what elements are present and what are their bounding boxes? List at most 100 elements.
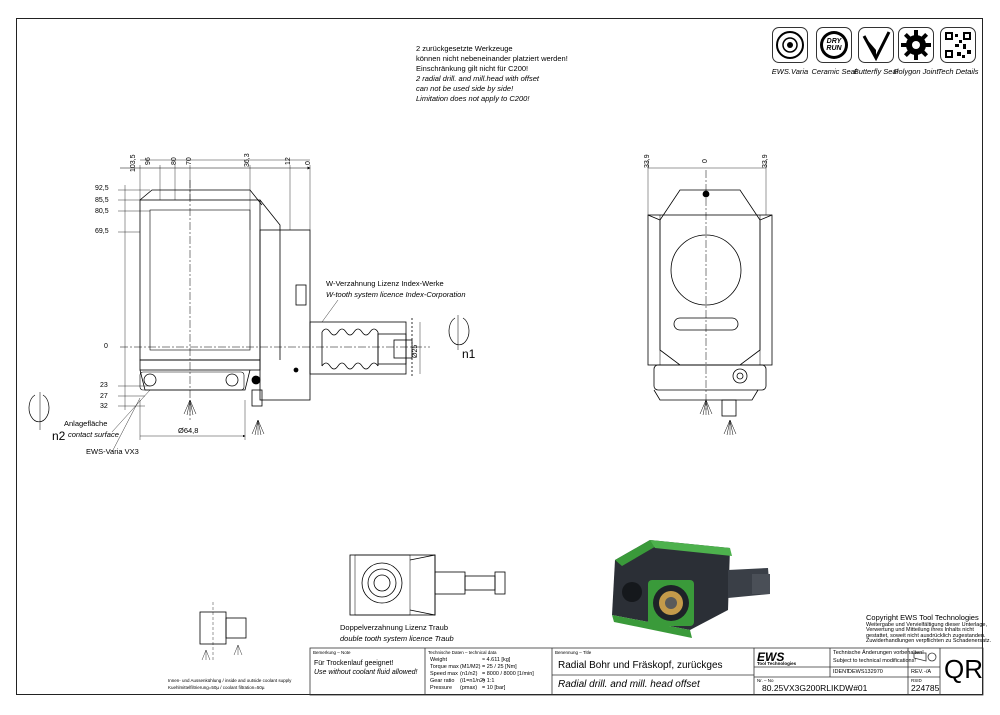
dim-label: 32 [100,403,108,410]
ident-value: DEWS132970 [848,669,883,675]
rev-value: -/A [924,669,932,675]
tech-row: Torque max (M1/M2) = 25 / 25 [Nm] [430,664,550,672]
n2-label: n2 [52,429,66,443]
tech-key: Speed max [430,671,458,677]
ident-label: IDENT [833,669,850,675]
tech-unit: (M1/M2) [460,664,481,670]
title-en: Radial drill. and mill. head offset [558,679,700,690]
dim-label: 23 [100,382,108,389]
name-header: Benennung – Title [555,650,592,655]
remark-en: Use without coolant fluid allowed! [314,669,418,676]
note-line: 2 zurückgesetzte Werkzeuge [416,44,513,53]
title-de: Radial Bohr und Fräskopf, zurückges [558,660,723,671]
feature-label: Ceramic Seal [811,67,857,76]
dim-label: 80,5 [95,208,109,215]
remark-de: Für Trockenlauf geeignet! [314,660,394,667]
tech-row: Pressure (pmax) = 10 [bar] [430,685,550,693]
note-line: Limitation does not apply to C200! [416,94,530,103]
dim-label: 96 [145,157,152,165]
diameter-label: Ø64,8 [178,426,199,435]
copyright-line: Weitergabe und Vervielfältigung dieser U… [866,621,987,628]
coolant-note-en: Kuehlmittelfiltrierung=50µ / coolant fil… [168,685,265,690]
tech-row: Gear ratio (i1=n1/n2) = 1:1 [430,678,550,686]
tech-unit: (pmax) [460,685,478,691]
feature-label: Butterfly Seal [853,67,899,76]
qr-code-icon[interactable] [940,27,976,63]
projection-symbol [913,652,937,662]
tech-unit: (n1/n2) [460,671,478,677]
shank-diameter: Ø25 [412,344,419,358]
note-line: can not be used side by side! [416,84,514,93]
3d-model [612,540,770,638]
copyright-block: Copyright EWS Tool Technologies Weiterga… [866,614,991,645]
w-tooth-label-de: W-Verzahnung Lizenz Index-Werke [326,279,444,288]
qr-marker: QR [944,654,983,684]
front-view-body [659,189,761,366]
ceramic-seal-icon: DRY RUN [816,27,852,63]
tech-table: Weight ≈ 4.611 [kg] Torque max (M1/M2) =… [430,657,550,693]
dim-label: 69,5 [95,228,109,235]
tech-key: Torque max [430,664,459,670]
dry-run-badge: DRY RUN [826,38,842,52]
part-number: 80.25VX3G200RLIKDW#01 [762,683,868,693]
tech-value: = 10 [bar] [482,685,506,691]
change-note-en: Subject to technical modifications! [833,658,916,664]
dim-label: 33,9 [644,154,651,168]
tech-value: = 25 / 25 [Nm] [482,664,517,670]
dim-label: 70 [186,157,193,165]
company-subtitle: Tool Technologies [757,661,797,666]
feature-label: Polygon Joint [893,67,939,76]
coolant-note-de: Innen- und Aussenkühlung / inside and ou… [168,678,292,683]
polygon-joint-icon [898,27,934,63]
dim-label: 0 [305,161,312,165]
copyright-line: gestattet, soweit nicht ausdrücklich zug… [866,632,986,639]
tech-unit: (i1=n1/n2) [460,678,485,684]
bottom-view [349,554,436,616]
tech-row: Weight ≈ 4.611 [kg] [430,657,550,665]
tech-key: Pressure [430,685,453,691]
tech-key: Gear ratio [430,678,455,684]
rsid-label: RSID [911,678,922,683]
note-line: können nicht nebeneinander platziert wer… [416,54,568,63]
rsid-value: 224785 [911,683,940,693]
dim-label: 27 [100,393,108,400]
dim-label: 0 [702,159,709,163]
dim-label: 12 [285,157,292,165]
contact-surface-de: Anlagefläche [64,419,108,428]
dim-label: 92,5 [95,185,109,192]
note-line: Einschränkung gilt nicht für C200! [416,64,529,73]
copyright-line: Verwertung und Mitteilung ihres Inhalts … [866,627,974,633]
tech-value: = 8000 / 8000 [1/min] [482,671,534,677]
butterfly-seal-icon [858,27,894,63]
dim-label: 80 [171,157,178,165]
interface-label: EWS-Varia VX3 [86,447,139,456]
drawing-frame [16,18,983,695]
tech-value: ≈ 4.611 [kg] [482,657,511,663]
tech-key: Weight [430,657,448,663]
tech-header: Technische Daten – technical data [428,650,497,655]
side-view-body [139,199,261,361]
part-no-label: Nr. – No [757,678,774,683]
notes-block: 2 zurückgesetzte Werkzeuge können nicht … [416,44,568,104]
double-tooth-de: Doppelverzahnung Lizenz Traub [340,623,448,632]
dim-label: 0 [104,343,108,350]
dim-label: 36,3 [244,153,251,167]
remark-header: Bemerkung – Note [313,650,351,655]
dim-label: 33,9 [762,154,769,168]
change-note-de: Technische Änderungen vorbehalten! [833,650,924,656]
ews-varia-icon [772,27,808,63]
n1-label: n1 [462,347,476,361]
double-tooth-en: double tooth system licence Traub [340,634,454,643]
tech-value: = 1:1 [482,678,495,684]
side-view-housing [259,229,311,401]
rev-label: REV. [911,669,924,675]
feature-label: Tech Details [937,67,979,76]
copyright-title: Copyright EWS Tool Technologies [866,613,979,622]
feature-label: EWS.Varia [771,67,809,76]
company-logo: EWS [757,650,785,664]
dim-label: 85,5 [95,197,109,204]
contact-surface-en: contact surface [68,430,119,439]
w-tooth-label-en: W-tooth system licence Index-Corporation [326,290,466,299]
